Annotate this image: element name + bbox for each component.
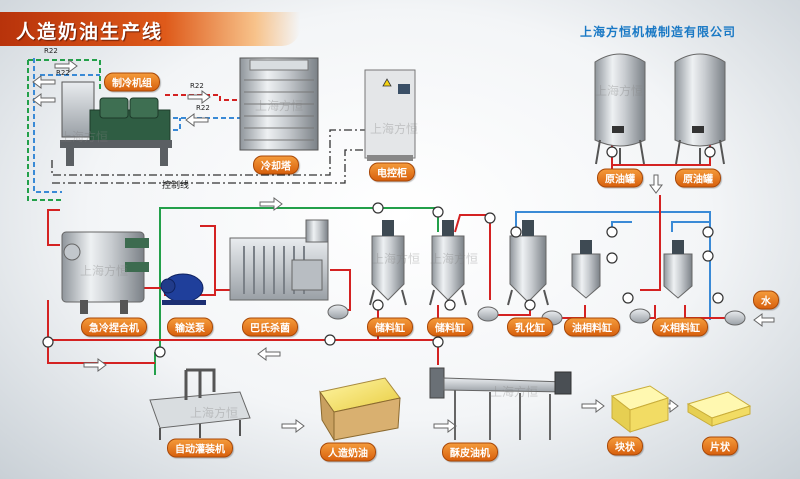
label-control-cabinet: 电控柜 xyxy=(369,162,415,182)
watermark: 上海方恒 xyxy=(370,122,419,136)
emulsifying-tank xyxy=(507,220,549,306)
quench-kneader xyxy=(61,231,149,314)
pasteurizer xyxy=(229,219,329,301)
product-piping xyxy=(47,145,740,375)
label-sheet: 片状 xyxy=(702,436,738,456)
oil-phase-tank xyxy=(571,240,601,299)
label-cooling-tower: 冷却塔 xyxy=(253,155,299,175)
watermark: 上海方恒 xyxy=(490,385,539,399)
refrigeration-unit xyxy=(60,81,172,166)
arrow-right-icon xyxy=(581,399,605,413)
arrow-left-icon xyxy=(32,75,56,89)
r22-annotation: R22 xyxy=(190,82,204,90)
crude-oil-tank-1 xyxy=(594,53,646,165)
label-water: 水 xyxy=(753,290,779,310)
arrow-right-icon xyxy=(433,419,457,433)
control-line xyxy=(51,129,365,184)
label-storage-tank-2: 储料缸 xyxy=(427,317,473,337)
crude-oil-tank-2 xyxy=(674,53,726,165)
company-name: 上海方恒机械制造有限公司 xyxy=(580,25,737,39)
label-water-phase-tank: 水相料缸 xyxy=(652,317,708,337)
watermark: 上海方恒 xyxy=(255,99,304,113)
puff-pastry-machine xyxy=(429,367,572,440)
label-crude-oil-tank-2: 原油罐 xyxy=(675,168,721,188)
control-cabinet xyxy=(364,69,416,161)
label-oil-phase-tank: 油相料缸 xyxy=(564,317,620,337)
label-margarine: 人造奶油 xyxy=(320,442,376,462)
arrow-left-icon xyxy=(185,113,209,127)
arrow-right-icon xyxy=(83,358,107,372)
arrow-left-icon xyxy=(32,93,56,107)
label-storage-tank-1: 储料缸 xyxy=(367,317,413,337)
label-block: 块状 xyxy=(607,436,643,456)
title-banner xyxy=(0,12,300,46)
label-emulsifying-tank: 乳化缸 xyxy=(507,317,553,337)
arrow-right-icon xyxy=(281,419,305,433)
transfer-pump xyxy=(160,273,206,305)
margarine-box xyxy=(319,377,401,442)
cooling-tower xyxy=(239,57,319,151)
filling-machine xyxy=(149,368,251,440)
label-refrigeration-unit: 制冷机组 xyxy=(104,72,160,92)
watermark: 上海方恒 xyxy=(60,130,109,144)
page-title: 人造奶油生产线 xyxy=(16,21,164,43)
label-quench-kneader: 急冷捏合机 xyxy=(81,317,147,337)
control-line-label: 控制线 xyxy=(162,181,190,191)
refrigeration-loops xyxy=(27,58,240,201)
watermark: 上海方恒 xyxy=(372,252,421,266)
label-transfer-pump: 输送泵 xyxy=(167,317,213,337)
storage-tank-1 xyxy=(369,220,407,306)
watermark: 上海方恒 xyxy=(80,264,129,278)
arrow-right-icon xyxy=(259,197,283,211)
watermark: 上海方恒 xyxy=(595,84,644,98)
arrow-left-icon xyxy=(257,347,281,361)
r22-annotation: R22 xyxy=(196,104,210,112)
arrow-right-icon xyxy=(187,90,211,104)
watermark: 上海方恒 xyxy=(430,252,479,266)
arrow-left-icon xyxy=(753,313,775,327)
valves xyxy=(42,146,724,358)
label-crude-oil-tank-1: 原油罐 xyxy=(597,168,643,188)
sheet-product xyxy=(686,391,752,427)
arrow-right-icon xyxy=(54,59,78,73)
water-phase-tank xyxy=(663,240,693,299)
label-puff-pastry-machine: 酥皮油机 xyxy=(442,442,498,462)
label-pasteurizer: 巴氏杀菌 xyxy=(242,317,298,337)
arrow-down-icon xyxy=(649,174,663,194)
r22-annotation: R22 xyxy=(56,69,70,77)
flow-arrows xyxy=(32,59,775,433)
r22-annotation: R22 xyxy=(44,47,58,55)
watermark: 上海方恒 xyxy=(190,406,239,420)
label-filling-machine: 自动灌装机 xyxy=(167,438,233,458)
storage-tank-2 xyxy=(429,220,467,306)
block-product xyxy=(610,385,670,434)
